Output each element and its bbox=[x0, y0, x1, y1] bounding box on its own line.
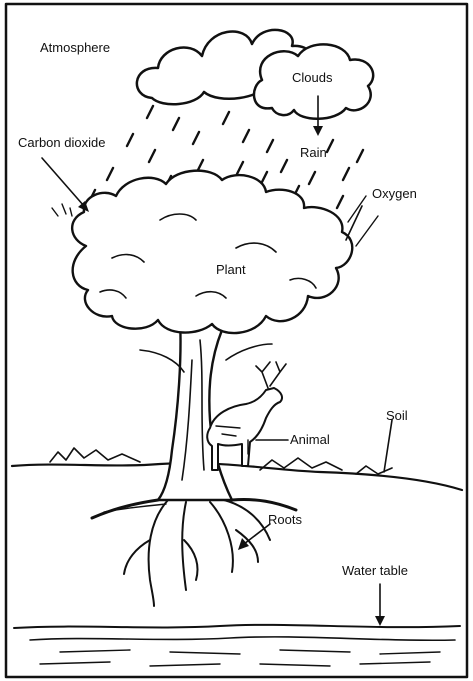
label-clouds: Clouds bbox=[292, 70, 333, 85]
rain-drop bbox=[147, 148, 157, 164]
label-oxygen: Oxygen bbox=[372, 186, 417, 201]
label-animal: Animal bbox=[290, 432, 330, 447]
rain-drop bbox=[241, 128, 251, 144]
rain-drop bbox=[235, 160, 245, 176]
rain-drop bbox=[171, 116, 181, 132]
water-table bbox=[13, 623, 461, 667]
rain-drop bbox=[335, 194, 345, 210]
label-carbon-dioxide: Carbon dioxide bbox=[18, 135, 105, 150]
rain-drop bbox=[325, 138, 335, 154]
rain-drop bbox=[307, 170, 317, 186]
rain-drop bbox=[265, 138, 275, 154]
label-atmosphere: Atmosphere bbox=[40, 40, 110, 55]
rain-drop bbox=[191, 130, 201, 146]
label-roots: Roots bbox=[268, 512, 302, 527]
rain-drop bbox=[341, 166, 351, 182]
clouds-illustration bbox=[135, 28, 375, 120]
tree-roots bbox=[90, 498, 298, 607]
label-leaders bbox=[41, 95, 393, 626]
label-rain: Rain bbox=[300, 145, 327, 160]
rain-drop bbox=[279, 158, 289, 174]
animal-deer bbox=[206, 361, 287, 471]
rain-drop bbox=[125, 132, 135, 148]
label-plant: Plant bbox=[216, 262, 246, 277]
label-water-table: Water table bbox=[342, 563, 408, 578]
tree-canopy bbox=[71, 169, 354, 335]
rain-drop bbox=[221, 110, 231, 126]
rain-drop bbox=[105, 166, 115, 182]
diagram-frame bbox=[4, 2, 469, 679]
label-soil: Soil bbox=[386, 408, 408, 423]
ground-surface bbox=[10, 447, 464, 492]
rain-drop bbox=[145, 104, 155, 120]
rain-drop bbox=[355, 148, 365, 164]
